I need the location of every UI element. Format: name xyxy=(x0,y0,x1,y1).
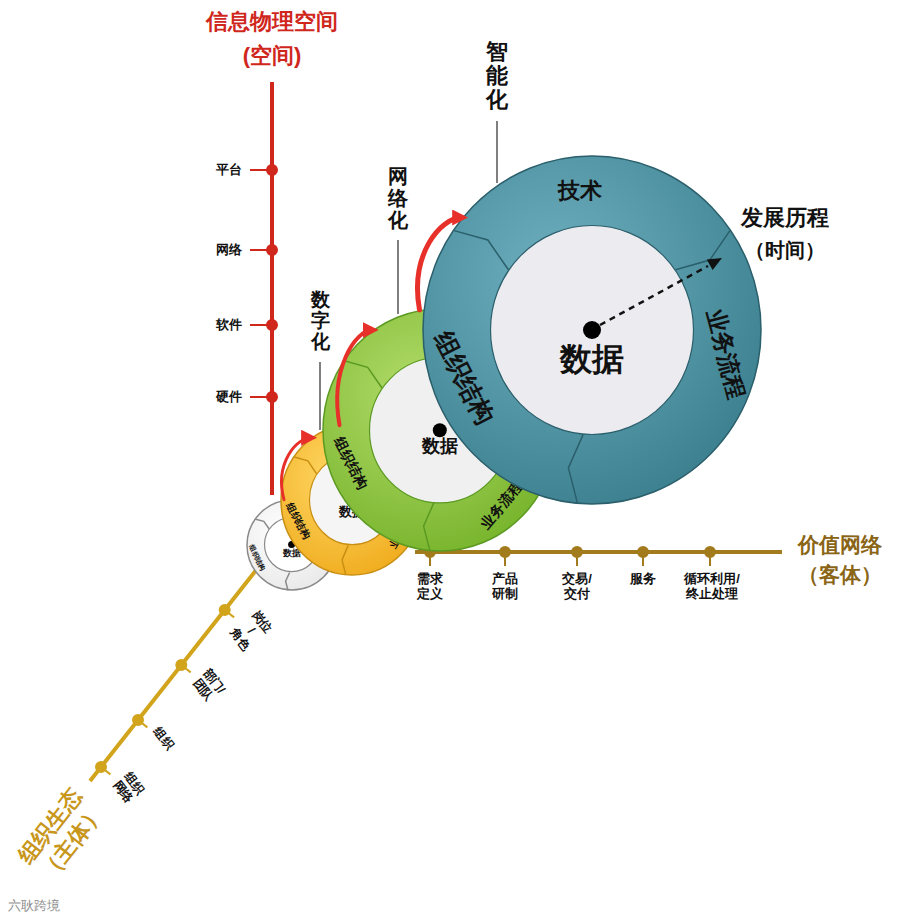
ring-divider xyxy=(676,231,730,270)
text-anchor: 组织 网络 xyxy=(110,770,147,806)
ring-body xyxy=(423,156,761,504)
watermark: 六耿跨境 xyxy=(8,899,60,914)
axis-tick-label: 服务 xyxy=(630,572,656,587)
text-anchor: (空间) xyxy=(243,43,302,68)
core-label: 数据 xyxy=(422,436,458,457)
axis-title: 信息物理空间 xyxy=(206,9,338,34)
text-anchor: 价值网络 xyxy=(798,533,882,557)
axis-tick-label: 需求 定义 xyxy=(417,572,443,602)
axis-title: (空间) xyxy=(243,43,302,68)
ring-divider xyxy=(255,519,270,529)
text-anchor: 需求 定义 xyxy=(417,572,443,602)
text-anchor: （时间） xyxy=(745,239,825,262)
axis-tick-label: 软件 xyxy=(216,318,242,333)
text-anchor: 平台 xyxy=(216,163,242,178)
text-anchor: 数字化 xyxy=(311,290,330,353)
core-label: 数据 xyxy=(560,340,624,377)
core-dot xyxy=(583,321,601,339)
axis-tick-label: 岗位 /角色 xyxy=(227,609,274,653)
text-anchor: 岗位 /角色 xyxy=(227,609,274,653)
text-anchor: 交易/ 交付 xyxy=(562,572,592,602)
text-anchor: 智能化 xyxy=(486,40,508,113)
text-anchor: 六耿跨境 xyxy=(8,899,60,914)
ring-divider xyxy=(344,361,382,388)
data-core: 数据 xyxy=(490,225,694,435)
axis-tick-label: 网络 xyxy=(216,243,242,258)
ring-divider xyxy=(424,503,434,550)
text-anchor: 循环利用/ 终止处理 xyxy=(684,572,740,602)
text-anchor: 数据 xyxy=(560,340,624,377)
axis-tick-label: 循环利用/ 终止处理 xyxy=(684,572,740,602)
text-anchor: 服务 xyxy=(630,572,656,587)
axis-tick-label: 平台 xyxy=(216,163,242,178)
ring-label: 技术 xyxy=(558,178,602,203)
value-axis xyxy=(415,550,782,554)
core-shape xyxy=(490,225,694,435)
stage-heading: 智能化 xyxy=(486,40,508,113)
text-anchor: 部门/ 团队 xyxy=(189,667,228,706)
text-anchor: 数据 xyxy=(422,436,458,457)
time-title: 发展历程 xyxy=(741,205,829,230)
axis-tick-label: 部门/ 团队 xyxy=(189,667,228,706)
space-axis xyxy=(270,82,274,495)
ring-divider xyxy=(342,545,348,575)
axis-tick-label: 交易/ 交付 xyxy=(562,572,592,602)
text-anchor: 组织 xyxy=(150,725,176,752)
axis-tick-label: 产品 研制 xyxy=(492,572,518,602)
text-anchor: 产品 研制 xyxy=(492,572,518,602)
maturity-ring: 智能化技术组织结构业务流程数据 xyxy=(422,155,762,505)
axis-tick-label: 硬件 xyxy=(216,390,242,405)
text-anchor: （客体） xyxy=(798,563,882,587)
text-anchor: 技术 xyxy=(558,178,602,203)
axis-tick-label: 组织 网络 xyxy=(110,770,147,806)
axis-title: （客体） xyxy=(798,563,882,587)
time-title: （时间） xyxy=(745,239,825,262)
ring-divider xyxy=(568,435,583,503)
axis-tick-label: 组织 xyxy=(150,725,176,752)
axis-title: 价值网络 xyxy=(798,533,882,557)
stage-heading: 网络化 xyxy=(388,165,408,231)
text-anchor: 信息物理空间 xyxy=(206,9,338,34)
stage-heading: 数字化 xyxy=(311,290,330,353)
core-body xyxy=(491,226,694,435)
text-anchor: 软件 xyxy=(216,318,242,333)
core-dot xyxy=(433,423,447,437)
organization-axis xyxy=(90,555,268,781)
space-ticks xyxy=(250,165,277,402)
text-anchor: 网络 xyxy=(216,243,242,258)
organization-ticks xyxy=(96,605,234,774)
ring-divider xyxy=(286,573,290,591)
ring-divider xyxy=(454,231,508,270)
text-anchor: 发展历程 xyxy=(741,205,829,230)
value-ticks xyxy=(425,547,715,566)
ring-divider xyxy=(294,457,317,474)
text-anchor: 硬件 xyxy=(216,390,242,405)
text-anchor: 网络化 xyxy=(388,165,408,231)
